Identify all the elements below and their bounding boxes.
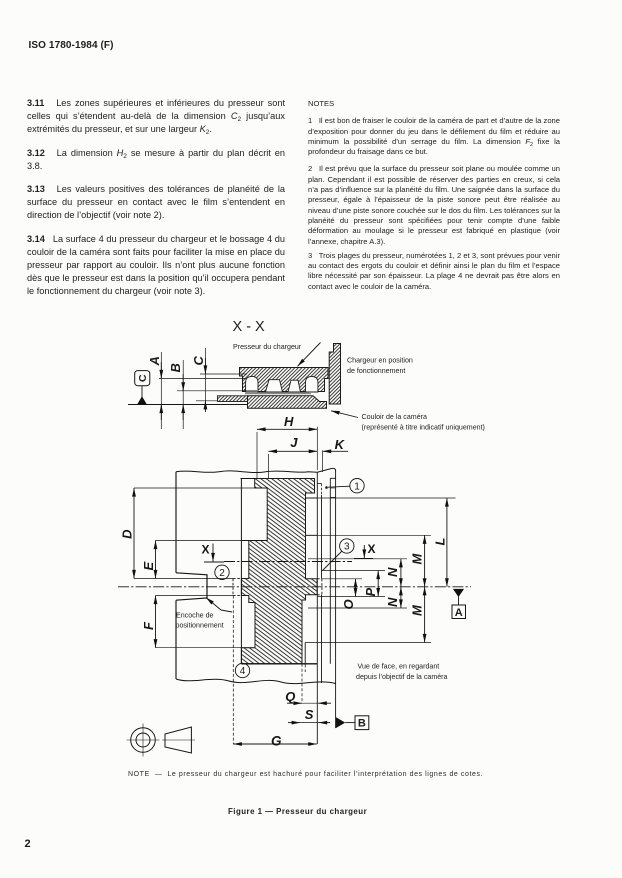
svg-text:Chargeur en position: Chargeur en position (347, 357, 413, 365)
svg-text:Couloir de la caméra: Couloir de la caméra (362, 413, 428, 421)
svg-text:B: B (358, 718, 366, 730)
svg-text:E: E (141, 562, 156, 571)
svg-text:N: N (385, 597, 400, 607)
svg-text:depuis l’objectif de la caméra: depuis l’objectif de la caméra (356, 673, 448, 681)
svg-text:D: D (120, 529, 135, 539)
svg-text:K: K (335, 437, 346, 452)
svg-text:A: A (147, 356, 162, 366)
svg-text:Presseur du chargeur: Presseur du chargeur (233, 343, 302, 351)
svg-text:M: M (410, 604, 425, 616)
svg-text:F: F (141, 621, 156, 630)
svg-text:X - X: X - X (233, 319, 266, 335)
svg-text:Vue de face, en regardant: Vue de face, en regardant (358, 663, 440, 671)
svg-text:X: X (202, 542, 210, 556)
svg-text:4: 4 (240, 666, 246, 677)
svg-text:O: O (341, 599, 356, 609)
svg-text:A: A (455, 607, 463, 619)
svg-text:B: B (168, 363, 183, 372)
svg-text:G: G (271, 734, 282, 749)
svg-text:Q: Q (285, 689, 295, 704)
svg-text:2: 2 (219, 568, 225, 579)
svg-text:X: X (368, 542, 376, 556)
svg-text:M: M (410, 553, 425, 565)
svg-text:L: L (433, 538, 448, 546)
svg-text:N: N (385, 567, 400, 577)
svg-text:C: C (191, 356, 206, 366)
svg-text:H: H (284, 414, 294, 429)
svg-text:positionnement: positionnement (176, 622, 224, 630)
svg-text:1: 1 (354, 481, 360, 492)
svg-text:C: C (137, 374, 149, 382)
svg-text:de fonctionnement: de fonctionnement (347, 367, 405, 375)
svg-text:Encoche de: Encoche de (176, 612, 214, 620)
svg-text:P: P (363, 588, 378, 597)
svg-text:(représenté à titre indicatif: (représenté à titre indicatif uniquement… (362, 423, 485, 431)
svg-text:S: S (305, 707, 314, 722)
svg-text:J: J (290, 435, 298, 450)
svg-text:3: 3 (344, 542, 350, 553)
